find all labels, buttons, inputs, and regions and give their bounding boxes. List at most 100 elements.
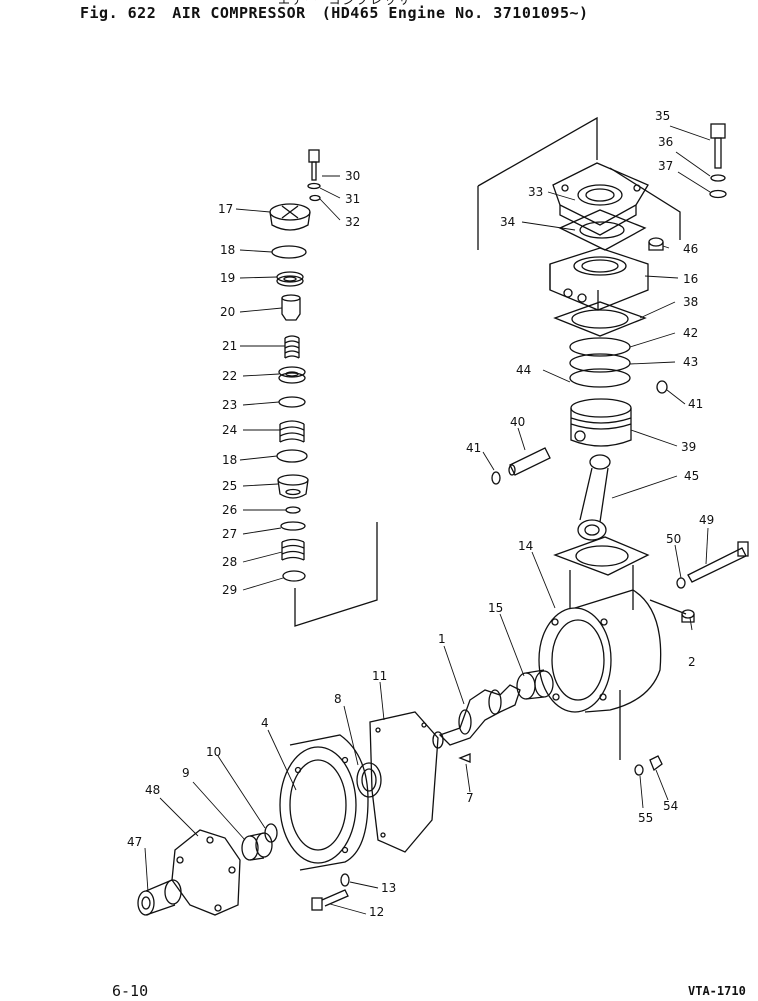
coupling-part-47 xyxy=(137,879,182,916)
callout-50: 50 xyxy=(666,532,681,546)
leader-lines xyxy=(144,125,711,915)
bolt-leader-bracket xyxy=(609,167,681,240)
callout-22: 22 xyxy=(222,369,237,383)
washer-part-31 xyxy=(307,182,321,190)
callout-15: 15 xyxy=(488,601,503,615)
cylinder-head-part-33 xyxy=(552,162,649,236)
cylinder-block-part-16 xyxy=(549,247,649,311)
callout-29: 29 xyxy=(222,583,237,597)
callout-4: 4 xyxy=(261,716,269,730)
callout-10: 10 xyxy=(206,745,221,759)
callout-14: 14 xyxy=(518,539,533,553)
valve-cap-part-17 xyxy=(269,203,311,231)
bolt-part-30 xyxy=(308,149,320,181)
bearing-part-15 xyxy=(516,669,554,700)
callout-54: 54 xyxy=(663,799,678,813)
callout-18-top: 18 xyxy=(220,243,235,257)
callout-35: 35 xyxy=(655,109,670,123)
callout-36: 36 xyxy=(658,135,673,149)
piston-part-39 xyxy=(570,398,632,447)
stud-part-2 xyxy=(681,609,695,623)
engine-note: (HD465 Engine No. 37101095~) xyxy=(321,4,589,22)
callout-34: 34 xyxy=(500,215,515,229)
callout-40: 40 xyxy=(510,415,525,429)
callout-21: 21 xyxy=(222,339,237,353)
piston-ring-part-44 xyxy=(569,368,631,388)
washer-part-37 xyxy=(709,189,727,199)
valve-seat-part-19 xyxy=(276,271,304,287)
callout-47: 47 xyxy=(127,835,142,849)
callout-30: 30 xyxy=(345,169,360,183)
valve-part-20 xyxy=(281,294,301,321)
woodruff-key-part-7 xyxy=(458,753,471,763)
callout-46: 46 xyxy=(683,242,698,256)
callout-20: 20 xyxy=(220,305,235,319)
stud-bracket xyxy=(649,599,687,615)
retainer-part-22 xyxy=(278,366,306,384)
drawing-code: VTA-1710 xyxy=(688,984,746,998)
callout-18-lower: 18 xyxy=(222,453,237,467)
callout-28: 28 xyxy=(222,555,237,569)
o-ring-part-26 xyxy=(285,506,301,514)
callout-7: 7 xyxy=(466,791,474,805)
washer-part-13 xyxy=(340,873,350,887)
spring-part-21 xyxy=(284,335,300,359)
crankshaft-part-1 xyxy=(432,684,521,749)
o-ring-part-18-top xyxy=(271,245,307,259)
callout-44: 44 xyxy=(516,363,531,377)
callout-1: 1 xyxy=(438,632,446,646)
gasket-part-11 xyxy=(369,711,439,853)
oil-seal-part-8 xyxy=(356,762,382,798)
callout-33: 33 xyxy=(528,185,543,199)
japanese-caption: エアー コンプレッサ xyxy=(278,0,413,7)
figure-label: Fig. 622 xyxy=(80,4,157,22)
gasket-part-38 xyxy=(553,301,647,337)
callout-45: 45 xyxy=(684,469,699,483)
spring-part-24 xyxy=(279,420,305,443)
washer-part-36 xyxy=(710,174,726,182)
needle-bearing-part-9 xyxy=(241,832,273,861)
snap-ring-part-41-left xyxy=(491,471,501,485)
front-housing-part-4 xyxy=(279,734,369,871)
snap-ring-part-41-right xyxy=(656,380,668,394)
callout-9: 9 xyxy=(182,766,190,780)
bolt-part-35 xyxy=(710,123,726,169)
callout-41-left: 41 xyxy=(466,441,481,455)
callout-26: 26 xyxy=(222,503,237,517)
piston-ring-part-42 xyxy=(569,337,631,357)
callout-38: 38 xyxy=(683,295,698,309)
piston-ring-part-43 xyxy=(569,353,631,373)
washer-part-27 xyxy=(280,521,306,531)
washer-part-55 xyxy=(634,764,644,776)
spring-part-28 xyxy=(281,538,305,561)
callout-37: 37 xyxy=(658,159,673,173)
fitting-part-46 xyxy=(648,237,664,251)
callout-17: 17 xyxy=(218,202,233,216)
bolt-part-12 xyxy=(311,889,349,911)
callout-55: 55 xyxy=(638,811,653,825)
piston-pin-part-40 xyxy=(508,447,551,476)
callout-labels: 30 31 32 17 18 19 20 21 22 23 24 18 25 2… xyxy=(127,109,714,919)
head-assembly-bracket xyxy=(477,116,598,250)
callout-8: 8 xyxy=(334,692,342,706)
callout-41-right: 41 xyxy=(688,397,703,411)
callout-11: 11 xyxy=(372,669,387,683)
gasket-part-48 xyxy=(171,829,241,916)
callout-39: 39 xyxy=(681,440,696,454)
callout-16: 16 xyxy=(683,272,698,286)
bolt-part-49 xyxy=(687,541,749,583)
washer-part-32 xyxy=(309,194,321,202)
callout-49: 49 xyxy=(699,513,714,527)
nut-part-54 xyxy=(649,755,663,772)
callout-31: 31 xyxy=(345,192,360,206)
o-ring-part-23 xyxy=(278,396,306,408)
valve-housing-part-25 xyxy=(277,474,309,499)
o-ring-part-18-lower xyxy=(276,449,308,463)
callout-43: 43 xyxy=(683,355,698,369)
callout-25: 25 xyxy=(222,479,237,493)
callout-32: 32 xyxy=(345,215,360,229)
callout-23: 23 xyxy=(222,398,237,412)
washer-part-50 xyxy=(676,577,686,589)
